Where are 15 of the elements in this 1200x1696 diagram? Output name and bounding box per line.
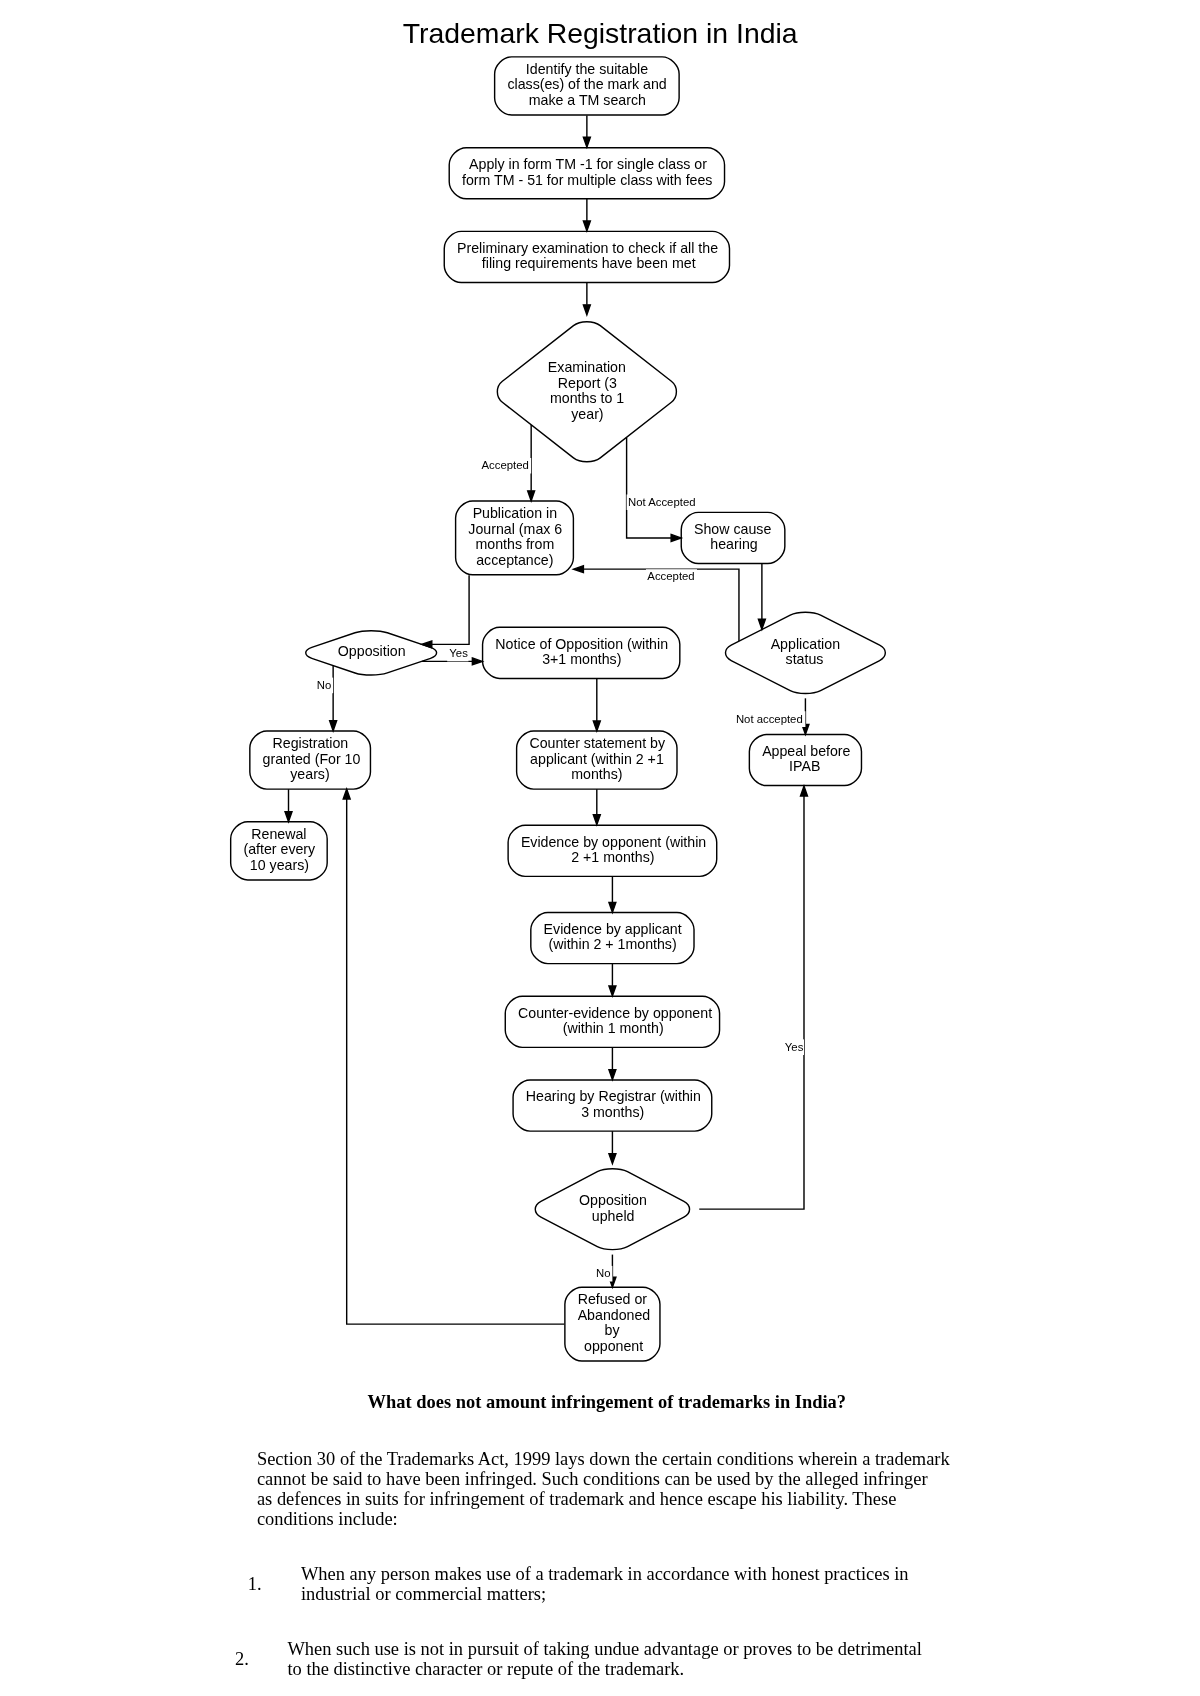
label: Section 30 of the Trademarks Act, 1999 lays down the certain conditions wherein a trademark cannot be said to have been infringed. Such conditions can be used by the alleged infringer as defences in suits for infringement of trademark and hence escape his liability. These conditions include: bbox=[256, 1449, 950, 1529]
edge-label: Accepted bbox=[481, 459, 529, 472]
label: What does not amount infringement of trademarks in India? bbox=[367, 1392, 847, 1413]
edge-label: Not accepted bbox=[735, 712, 803, 725]
diagram-title: Trademark Registration in India bbox=[402, 16, 798, 49]
label: 1. bbox=[247, 1574, 262, 1595]
edge-label: No bbox=[316, 678, 332, 691]
label: 2. bbox=[234, 1649, 249, 1670]
edge-label: Not Accepted bbox=[628, 495, 696, 508]
edge-label: Accepted bbox=[647, 570, 695, 583]
edge-label: Yes bbox=[449, 646, 468, 659]
label: When such use is not in pursuit of taking undue advantage or proves to be detrimental to the distinctive character or repute of the trademark. bbox=[287, 1639, 922, 1680]
label: When any person makes use of a trademark in accordance with honest practices in industrial or commercial matters; bbox=[300, 1564, 909, 1604]
edge-label: Yes bbox=[784, 1040, 804, 1053]
edge-label: No bbox=[596, 1267, 611, 1280]
